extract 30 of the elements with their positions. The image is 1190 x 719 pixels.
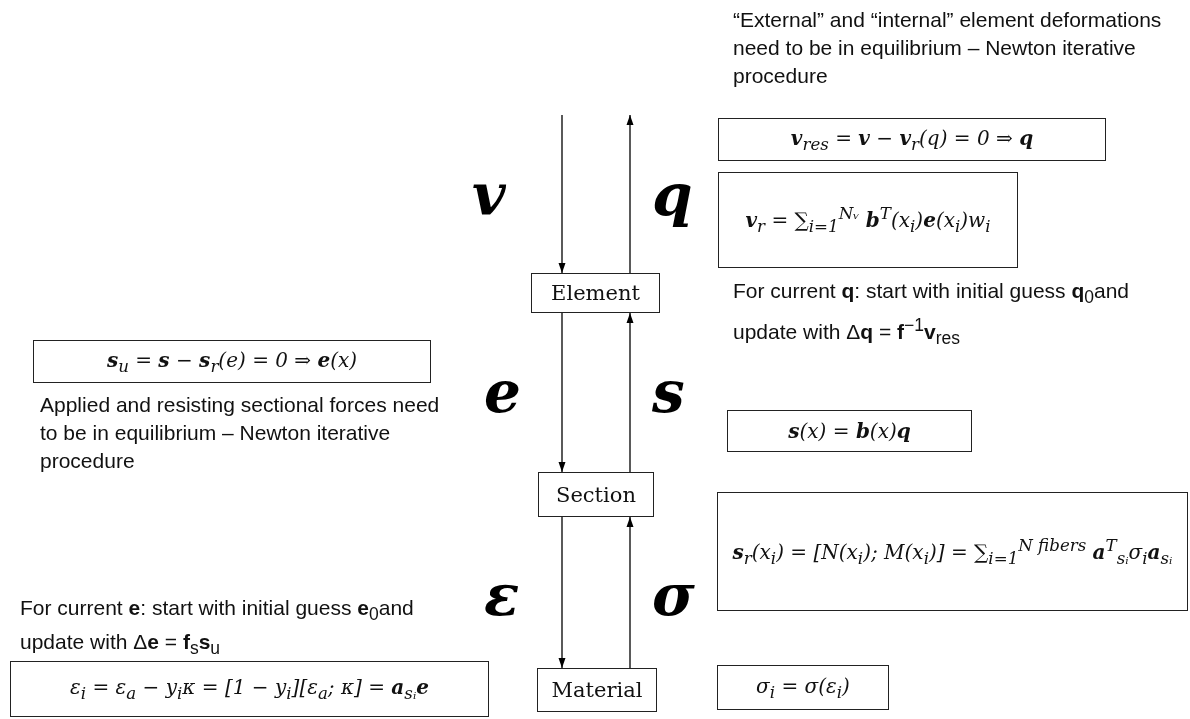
formula-box xyxy=(718,118,1106,161)
formula-box xyxy=(10,661,489,717)
formula-box xyxy=(717,492,1188,611)
note-text: “External” and “internal” element deformations need to be in equilibrium – Newton iterative procedure xyxy=(733,7,1163,89)
formula: v$_{res}$ = v − v$_{r}$(q) = 0 ⇒ q xyxy=(790,125,1034,154)
formula: ε$_{i}$ = ε$_{a}$ − y$_{i}$κ = [1 − y$_{i}$][ε$_{a}$; κ] = a$_{sᵢ}$e xyxy=(70,675,429,703)
formula: s(x) = b(x)q xyxy=(788,419,911,443)
formula-box xyxy=(33,340,431,383)
box-label: Section xyxy=(556,482,636,507)
process-box xyxy=(538,472,654,517)
formula-box xyxy=(718,172,1018,268)
arrow xyxy=(626,312,634,473)
arrow xyxy=(626,114,634,274)
arrow xyxy=(558,516,566,669)
formula-box xyxy=(717,665,889,710)
formula: s$_{r}$(x$_{i}$) = [N(x$_{i}$); M(x$_{i}$)] = ∑$_{i=1}$$^{N fibers}$ a$^{T}$$_{sᵢ}$σ$_{i}$a$_{sᵢ}$ xyxy=(732,535,1173,568)
arrow xyxy=(558,312,566,473)
formula: s$_{u}$ = s − s$_{r}$(e) = 0 ⇒ e(x) xyxy=(106,347,358,376)
formula: v$_{r}$ = ∑$_{i=1}$$^{Nᵥ}$ b$^{T}$(x$_{i}$)e(x$_{i}$)w$_{i}$ xyxy=(745,204,991,236)
process-box xyxy=(537,668,657,712)
formula: σ$_{i}$ = σ(ε$_{i}$) xyxy=(756,673,850,702)
note-text: Applied and resisting sectional forces need to be in equilibrium – Newton iterative procedure xyxy=(40,392,441,474)
box-label: Material xyxy=(551,678,643,702)
process-box xyxy=(531,273,660,313)
note-text: For current e: start with initial guess e$_{0}$and update with Δe = f$_{s}$s$_{u}$ xyxy=(20,595,415,661)
arrow xyxy=(558,114,566,274)
formula-box xyxy=(727,410,972,452)
note-text: For current q: start with initial guess q$_{0}$and update with Δq = f$^{−1}$v$_{res}$ xyxy=(733,278,1131,351)
box-label: Element xyxy=(551,281,640,305)
arrow xyxy=(626,516,634,669)
